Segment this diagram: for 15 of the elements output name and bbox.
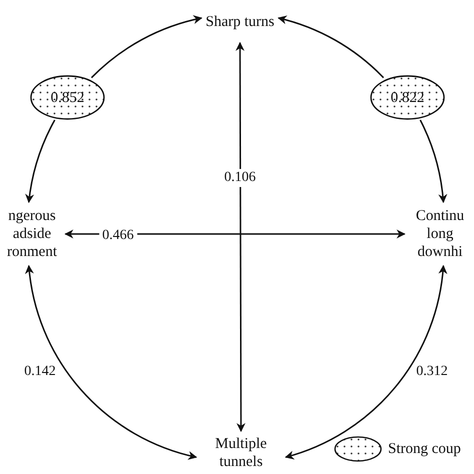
legend-text: Strong coup: [388, 440, 461, 458]
arrow: [278, 16, 384, 78]
double-arrow: [25, 264, 198, 460]
double-arrow: [236, 42, 246, 432]
factor-label: Multiple tunnels: [214, 435, 268, 471]
arrow: [91, 16, 202, 78]
coupling-value: 0.852: [50, 88, 84, 106]
double-arrow: [64, 230, 406, 238]
arrow: [26, 120, 56, 204]
factor-label: ngerous adside ronment: [6, 207, 58, 261]
factor-label: Sharp turns: [206, 13, 274, 31]
double-arrow: [284, 264, 447, 459]
factor-label: Continu long downhi: [414, 207, 466, 261]
arrow: [420, 120, 447, 204]
coupling-value: 0.822: [390, 88, 424, 106]
